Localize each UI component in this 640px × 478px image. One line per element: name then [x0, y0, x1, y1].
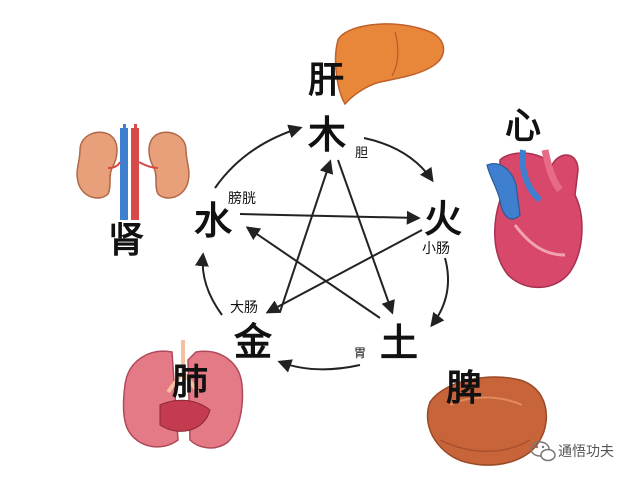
arrow-wood-to-fire: [363, 137, 434, 183]
arrow-fire-to-metal: [265, 229, 423, 314]
controlling-cycle: [239, 159, 423, 319]
arrow-metal-to-wood: [279, 159, 334, 313]
element-earth-label: 土: [380, 321, 418, 365]
element-wood-label: 木: [308, 113, 346, 157]
organ-liver-label: 肝: [308, 60, 344, 101]
bowel-large-intestine-label: 大肠: [230, 300, 258, 316]
organ-heart-label: 心: [505, 106, 541, 147]
bowel-small-intestine-label: 小肠: [422, 241, 450, 257]
arrow-water-to-fire: [239, 210, 421, 225]
arrow-water-to-wood: [214, 124, 303, 189]
liver-illustration: [334, 23, 445, 106]
kidney-illustration: [76, 124, 190, 220]
arrow-wood-to-earth: [337, 159, 395, 315]
bowel-stomach-label: 胃: [354, 346, 366, 360]
organ-lung-label: 肺: [172, 362, 208, 403]
watermark-text: 通悟功夫: [558, 444, 614, 460]
organ-spleen-label: 脾: [446, 368, 482, 409]
organ-kidney-label: 肾: [108, 220, 144, 261]
element-fire-label: 火: [424, 197, 462, 241]
arrow-metal-to-water: [194, 252, 223, 316]
bowel-gallbladder-label: 胆: [355, 146, 368, 161]
arrow-earth-to-metal: [277, 359, 361, 373]
heart-illustration: [486, 149, 583, 289]
arrow-earth-to-water: [245, 226, 381, 319]
watermark: 通悟功夫: [530, 441, 614, 462]
wechat-icon: [530, 441, 556, 462]
lung-illustration: [122, 340, 244, 449]
element-metal-label: 金: [233, 320, 273, 364]
generating-cycle: [194, 124, 449, 373]
arrow-fire-to-earth: [430, 257, 449, 328]
spleen-illustration: [426, 376, 548, 466]
bowel-bladder-label: 膀胱: [228, 190, 256, 207]
element-water-label: 水: [194, 199, 233, 243]
